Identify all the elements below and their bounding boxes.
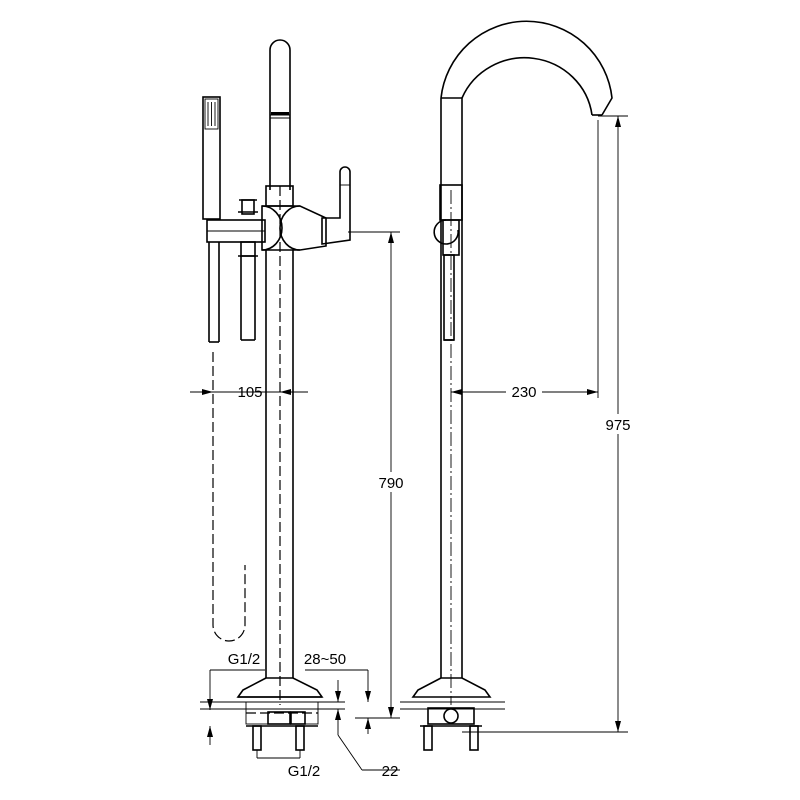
dim-spout-reach: 230: [451, 120, 599, 402]
label-g12-bottom: G1/2: [288, 763, 321, 780]
side-riser-pipe: [440, 98, 463, 705]
label-g12-top: G1/2: [228, 651, 261, 668]
front-base-cover: [200, 677, 345, 751]
front-mixer-body: [261, 166, 351, 251]
label-28-50: 28~50: [304, 651, 346, 668]
dim-total-height: 975: [462, 115, 636, 733]
side-base-cover: [400, 677, 505, 751]
dim-base-thickness: 22: [335, 680, 400, 780]
front-riser-pipe: [265, 186, 294, 705]
label-22: 22: [382, 763, 399, 780]
label-230: 230: [511, 384, 536, 401]
label-105: 105: [237, 384, 262, 401]
side-gooseneck: [440, 20, 613, 116]
dim-floor-adjust: 28~50: [304, 651, 371, 734]
dim-handshower-offset: 105: [190, 384, 308, 401]
label-790: 790: [378, 475, 403, 492]
side-handshower-bracket: [433, 184, 463, 341]
dim-inlet-thread-bottom: G1/2: [256, 750, 321, 780]
dim-inlet-thread-top: G1/2: [207, 651, 265, 745]
shower-hose: [212, 256, 256, 642]
dim-outlet-height: 790: [348, 231, 407, 719]
diverter-knob: [238, 199, 258, 215]
handshower-connector: [206, 219, 266, 257]
front-view: 105 790 G1/2 28~50: [190, 39, 407, 780]
side-view: 230 975: [400, 20, 636, 751]
front-spout: [269, 39, 291, 190]
hand-shower: [202, 96, 221, 343]
label-975: 975: [605, 417, 630, 434]
